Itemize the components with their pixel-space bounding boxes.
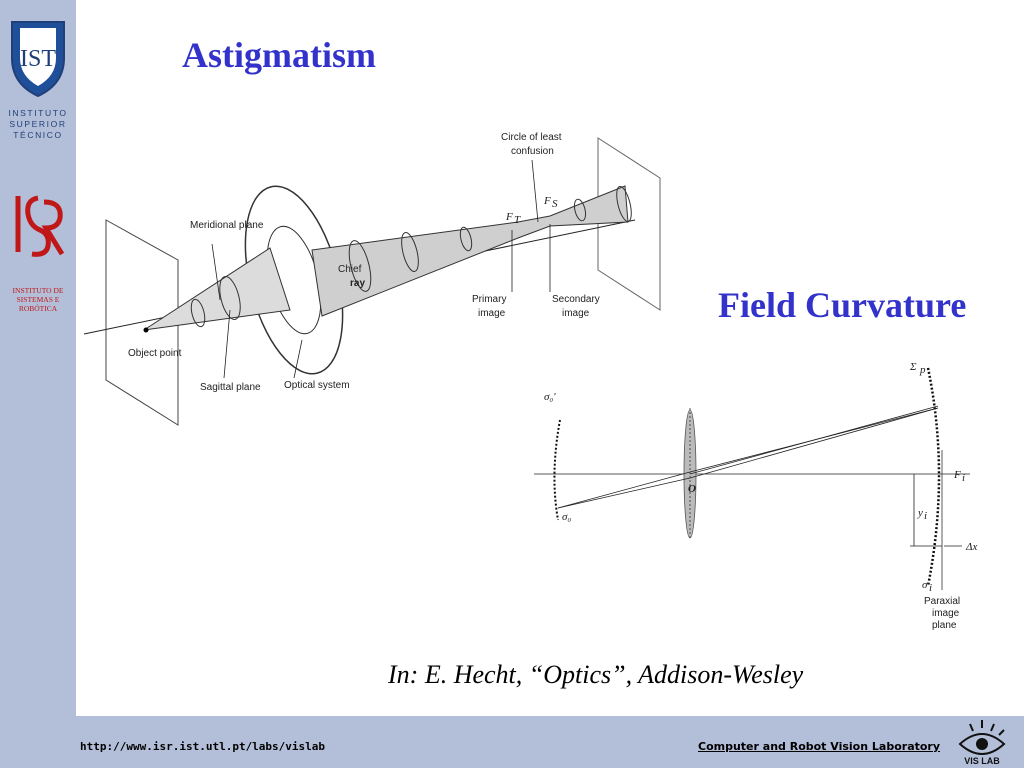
label-paraxial-3: plane (932, 620, 957, 631)
object-plane (105, 219, 179, 426)
label-optical-system: Optical system (284, 380, 350, 391)
ist-line-1: INSTITUTO (8, 108, 68, 118)
isr-text: INSTITUTO DE SISTEMAS E ROBÓTICA (0, 286, 76, 313)
label-meridional-1: Meridional plane (190, 220, 264, 231)
footer-bar (0, 716, 1024, 768)
label-paraxial-1: Paraxial (924, 596, 960, 607)
label-paraxial-2: image (932, 608, 960, 619)
ist-shield-logo: IST (11, 21, 65, 98)
label-sigma-i-sub: i (929, 582, 932, 594)
label-fs-sub: S (552, 198, 558, 210)
title-astigmatism: Astigmatism (182, 35, 376, 75)
label-sigma-p: Σ (909, 361, 917, 373)
label-sigma-p-sub: p (919, 364, 926, 376)
label-sigma-o: σ₀ (562, 511, 571, 523)
vislab-logo-text: VIS LAB (964, 756, 1000, 766)
object-point-dot (143, 327, 149, 333)
label-ft-sub: T (514, 214, 521, 226)
field-curvature-diagram: Σ p σ₀′ σ₀ O F i y i Δx σ i Paraxial ima… (534, 361, 977, 631)
isr-line-2: SISTEMAS E (16, 295, 60, 304)
label-circle-least-2: confusion (511, 146, 554, 157)
incoming-ray-cone (143, 247, 291, 331)
sidebar-divider (76, 0, 78, 716)
label-object-point: Object point (128, 348, 182, 359)
isr-logo (15, 195, 65, 257)
citation: In: E. Hecht, “Optics”, Addison-Wesley (388, 660, 804, 689)
sidebar (0, 0, 76, 716)
astigmatism-diagram: Meridional plane Object point Sagittal p… (83, 132, 661, 426)
label-secondary-2: image (562, 308, 590, 319)
beam-ring-5 (616, 185, 632, 223)
svg-text:IST: IST (20, 46, 56, 72)
label-o: O (688, 483, 696, 495)
isr-line-3: ROBÓTICA (18, 304, 58, 313)
label-ft: F (505, 211, 513, 223)
beam-ring-3 (459, 226, 473, 252)
beam-ring-1 (348, 240, 372, 292)
ist-line-3: TÉCNICO (13, 130, 63, 140)
image-screen (597, 137, 661, 311)
beam-ring-4 (573, 198, 587, 222)
label-fi: F (953, 469, 961, 481)
label-chief: Chief (338, 264, 362, 275)
petzval-surface (926, 367, 941, 587)
label-primary-2: image (478, 308, 506, 319)
label-sigma-o-prime: σ₀′ (544, 391, 556, 403)
beam-ring-2 (401, 232, 419, 272)
label-primary-1: Primary (472, 294, 506, 305)
label-yi-sub: i (924, 510, 927, 522)
label-fs: F (543, 195, 551, 207)
label-sigma-i: σ (922, 579, 928, 591)
cone-ring-1 (190, 298, 206, 328)
object-surface (553, 419, 561, 521)
label-fi-sub: i (962, 472, 965, 484)
label-delta-x: Δx (965, 541, 977, 553)
footer-lab-link[interactable]: Computer and Robot Vision Laboratory (698, 740, 941, 753)
label-ray: ray (350, 278, 365, 289)
title-field-curvature: Field Curvature (718, 285, 967, 325)
vislab-eye-logo: VIS LAB (958, 720, 1006, 766)
label-secondary-1: Secondary (552, 294, 600, 305)
isr-line-1: INSTITUTO DE (12, 286, 64, 295)
label-yi: y (917, 507, 923, 519)
ist-line-2: SUPERIOR (9, 119, 67, 129)
cone-ring-2 (219, 276, 241, 320)
label-sagittal-plane: Sagittal plane (200, 382, 261, 393)
footer-url-link[interactable]: http://www.isr.ist.utl.pt/labs/vislab (80, 740, 326, 753)
label-circle-least-1: Circle of least (501, 132, 562, 143)
